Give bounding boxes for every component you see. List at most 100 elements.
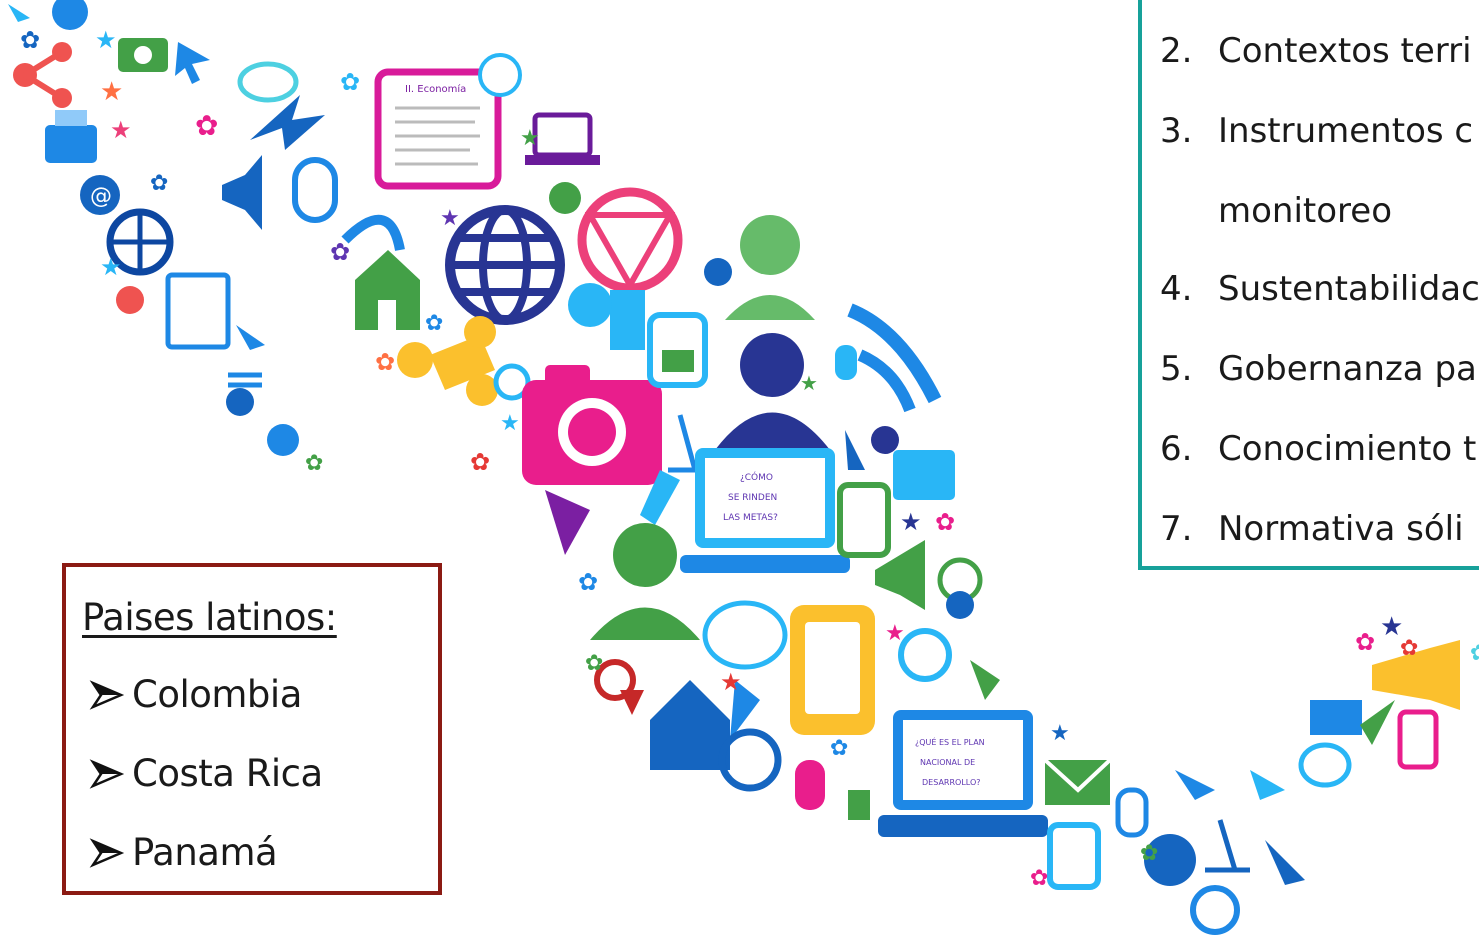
svg-text:★: ★ bbox=[720, 669, 742, 696]
list-item-number: 4. bbox=[1160, 269, 1193, 309]
svg-text:✿: ✿ bbox=[20, 27, 40, 54]
megaphone-icon bbox=[1372, 640, 1460, 710]
cursor-icon bbox=[1360, 700, 1395, 745]
user-icon bbox=[610, 290, 645, 350]
svg-text:✿: ✿ bbox=[305, 450, 323, 475]
paperclip-icon bbox=[730, 680, 760, 740]
cursor-icon bbox=[1250, 770, 1285, 800]
microphone-icon bbox=[795, 760, 825, 810]
lightbulb-icon bbox=[493, 363, 531, 401]
printer-icon bbox=[893, 450, 955, 500]
svg-text:✿: ✿ bbox=[935, 509, 955, 536]
arrowhead-bullet-icon bbox=[89, 759, 125, 789]
network-sphere-icon bbox=[577, 187, 683, 293]
svg-text:¿CÓMO: ¿CÓMO bbox=[740, 471, 773, 483]
svg-text:✿: ✿ bbox=[330, 239, 350, 266]
country-list: Colombia Costa Rica Panamá bbox=[82, 672, 323, 909]
list-item-text: Gobernanza pa bbox=[1218, 349, 1477, 389]
user-icon bbox=[946, 591, 974, 619]
user-icon bbox=[740, 333, 804, 397]
list-item-text: Conocimiento t bbox=[1218, 429, 1477, 469]
svg-text:✿: ✿ bbox=[425, 310, 443, 335]
svg-text:★: ★ bbox=[500, 410, 520, 435]
list-item-text: Contextos terri bbox=[1218, 31, 1472, 71]
list-item-number: 6. bbox=[1160, 429, 1193, 469]
user-icon bbox=[704, 258, 732, 286]
wifi-icon bbox=[341, 214, 405, 252]
svg-text:SE RINDEN: SE RINDEN bbox=[728, 493, 777, 503]
document-icon bbox=[374, 68, 502, 190]
cursor-icon bbox=[1175, 770, 1215, 800]
svg-text:✿: ✿ bbox=[195, 110, 218, 141]
paperclip-icon bbox=[640, 470, 680, 525]
envelope-icon bbox=[1310, 700, 1362, 735]
mouse-icon bbox=[647, 312, 708, 388]
svg-text:★: ★ bbox=[100, 76, 123, 106]
svg-text:★: ★ bbox=[900, 509, 922, 536]
cursor-icon bbox=[175, 42, 210, 84]
svg-text:✿: ✿ bbox=[1140, 840, 1158, 865]
svg-text:✿: ✿ bbox=[470, 449, 490, 476]
list-item-text: Instrumentos c monitoreo bbox=[1218, 111, 1474, 231]
chat-bubble-icon bbox=[1144, 834, 1196, 886]
mouse-icon bbox=[292, 157, 338, 223]
list-item-text: Normativa sóli bbox=[1218, 509, 1464, 549]
mobile-phone-icon bbox=[1047, 822, 1101, 890]
lightbulb-icon bbox=[898, 628, 952, 682]
country-item: Panamá bbox=[82, 830, 323, 909]
printer-icon bbox=[45, 125, 97, 163]
list-item: 2. Contextos terri bbox=[1160, 24, 1479, 104]
cursor-icon bbox=[845, 430, 865, 470]
list-item-number: 2. bbox=[1160, 31, 1193, 71]
svg-text:LAS METAS?: LAS METAS? bbox=[723, 513, 778, 523]
satellite-dish-icon bbox=[545, 490, 590, 555]
home-icon bbox=[650, 680, 730, 770]
arrowhead-bullet-icon bbox=[89, 838, 125, 868]
svg-text:★: ★ bbox=[1050, 720, 1070, 745]
chat-bubble-icon bbox=[52, 0, 88, 30]
envelope-icon bbox=[1045, 760, 1110, 805]
speech-bubble-icon bbox=[1298, 742, 1352, 788]
country-name: Panamá bbox=[132, 831, 278, 874]
megaphone-icon bbox=[222, 155, 262, 230]
cursor-icon bbox=[250, 95, 325, 150]
mouse-icon bbox=[835, 345, 857, 380]
country-item: Colombia bbox=[82, 672, 323, 751]
document-icon bbox=[165, 272, 231, 350]
laptop-icon bbox=[532, 112, 593, 158]
svg-text:★: ★ bbox=[110, 117, 132, 144]
list-item: 7. Normativa sóli bbox=[1160, 502, 1479, 582]
numbered-list-panel bbox=[1138, 0, 1479, 570]
home-icon bbox=[355, 250, 420, 330]
gear-icon bbox=[871, 426, 899, 454]
baja-peninsula-icons: @ ✿ ★ ★ ✿ ★ ✿ ★ bbox=[8, 0, 323, 475]
latin-countries-panel bbox=[62, 563, 442, 895]
svg-text:★: ★ bbox=[440, 205, 460, 230]
list-item: 3. Instrumentos c monitoreo bbox=[1160, 104, 1479, 262]
speech-bubble-icon bbox=[237, 61, 299, 103]
svg-text:★: ★ bbox=[520, 125, 540, 150]
country-name: Costa Rica bbox=[132, 752, 323, 795]
svg-text:NACIONAL DE: NACIONAL DE bbox=[920, 758, 975, 767]
arrowhead-bullet-icon bbox=[89, 680, 125, 710]
list-item-number: 7. bbox=[1160, 509, 1193, 549]
list-item-number: 3. bbox=[1160, 111, 1193, 151]
cursor-icon bbox=[236, 325, 265, 350]
mainland-icons: II. Economía ¿CÓ bbox=[195, 53, 1479, 935]
svg-text:★: ★ bbox=[95, 27, 117, 54]
cloud-download-icon bbox=[594, 659, 636, 701]
svg-text:DESARROLLO?: DESARROLLO? bbox=[922, 778, 981, 787]
list-item: 6. Conocimiento t bbox=[1160, 422, 1479, 502]
country-name: Colombia bbox=[132, 673, 302, 716]
svg-text:✿: ✿ bbox=[340, 69, 360, 96]
latin-countries-title: Paises latinos: bbox=[82, 596, 337, 639]
user-icon bbox=[740, 215, 800, 275]
svg-text:✿: ✿ bbox=[1030, 865, 1048, 890]
svg-text:¿QUÉ ES EL PLAN: ¿QUÉ ES EL PLAN bbox=[915, 736, 985, 747]
cursor-icon bbox=[8, 4, 30, 22]
network-sphere-icon bbox=[718, 728, 782, 792]
svg-text:✿: ✿ bbox=[1355, 629, 1375, 656]
arrows-icon bbox=[228, 372, 262, 388]
svg-text:✿: ✿ bbox=[1470, 640, 1479, 665]
